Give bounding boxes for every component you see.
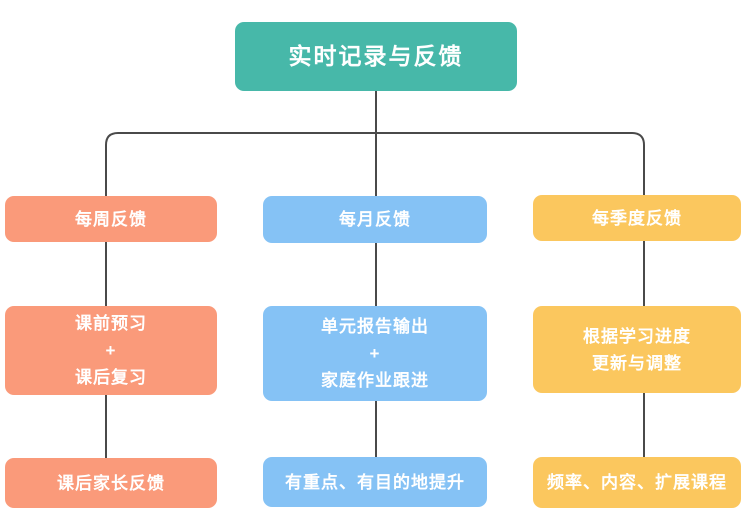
node-quarterly-result: 频率、内容、扩展课程	[533, 457, 741, 508]
node-monthly-feedback: 每月反馈	[263, 196, 487, 243]
node-line: 课后复习	[75, 368, 147, 387]
node-line: 家庭作业跟进	[321, 371, 429, 390]
node-line: 单元报告输出	[321, 317, 429, 336]
node-quarterly-detail: 根据学习进度 更新与调整	[533, 306, 741, 393]
node-weekly-result: 课后家长反馈	[5, 458, 217, 508]
node-line: +	[105, 341, 117, 360]
node-line: 更新与调整	[592, 353, 682, 373]
node-line: 课前预习	[75, 314, 147, 333]
node-line: 根据学习进度	[583, 326, 691, 346]
connector-bracket	[105, 132, 645, 196]
node-weekly-feedback: 每周反馈	[5, 196, 217, 242]
node-line: +	[369, 344, 381, 363]
node-root-title: 实时记录与反馈	[235, 22, 517, 91]
node-monthly-detail: 单元报告输出 + 家庭作业跟进	[263, 306, 487, 401]
node-quarterly-feedback: 每季度反馈	[533, 195, 741, 241]
node-monthly-result: 有重点、有目的地提升	[263, 457, 487, 507]
node-weekly-detail: 课前预习 + 课后复习	[5, 306, 217, 395]
